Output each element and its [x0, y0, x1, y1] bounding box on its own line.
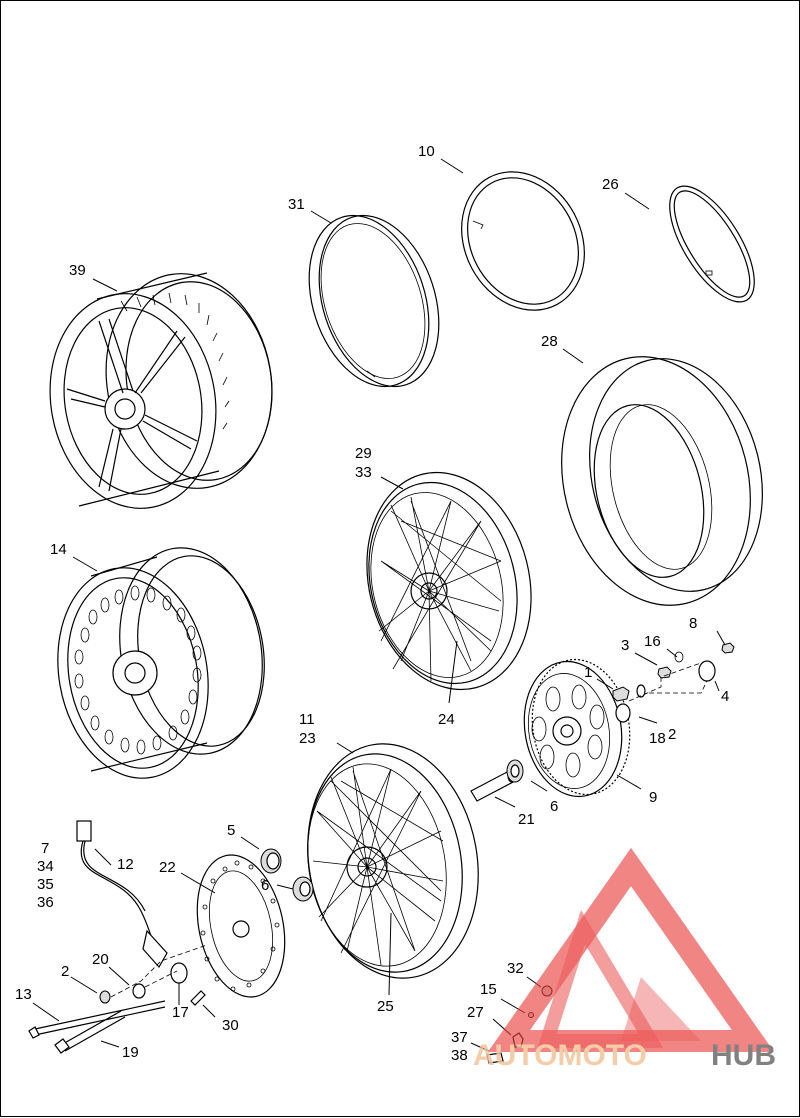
callout-15: 15	[480, 981, 497, 998]
callout-6-upper: 6	[550, 798, 558, 815]
callout-14: 14	[50, 541, 67, 558]
callout-labels: 10 26 31 39 28 29 33 14 8 3 16 1 4 24 18…	[15, 143, 729, 1064]
callout-26: 26	[602, 176, 619, 193]
callout-13: 13	[15, 986, 32, 1003]
callout-30: 30	[222, 1017, 239, 1034]
part-11-23-spoke-wheel	[307, 743, 479, 979]
callout-2-lower: 2	[61, 963, 69, 980]
callout-29: 29	[355, 445, 372, 462]
callout-5: 5	[227, 822, 235, 839]
callout-32: 32	[507, 960, 524, 977]
part-29-33-spoke-wheel	[366, 471, 532, 691]
callout-7: 7	[41, 840, 49, 857]
callout-28: 28	[541, 333, 558, 350]
leader-lines	[32, 158, 726, 1052]
callout-23: 23	[299, 730, 316, 747]
callout-38: 38	[451, 1047, 468, 1064]
watermark-logo: AUTOMOTO HUB	[473, 847, 776, 1072]
callout-25: 25	[377, 998, 394, 1015]
pulley-hardware	[612, 642, 735, 723]
part-5-seal	[260, 848, 282, 874]
callout-39: 39	[69, 262, 86, 279]
callout-21: 21	[518, 811, 535, 828]
watermark-brand-part2: HUB	[711, 1039, 776, 1072]
callout-10: 10	[418, 143, 435, 160]
part-14-disc-wheel	[57, 547, 265, 779]
part-28-tire	[561, 356, 763, 606]
part-10-inner-tube	[461, 171, 585, 311]
part-6-bearing-lower	[292, 876, 314, 902]
part-26-rim-strip	[669, 185, 755, 303]
callout-16-upper: 16	[644, 633, 661, 650]
part-9-pulley	[523, 658, 631, 798]
callout-2-upper: 2	[668, 726, 676, 743]
callout-22: 22	[159, 859, 176, 876]
callout-37: 37	[451, 1029, 468, 1046]
callout-24: 24	[438, 711, 455, 728]
callout-4: 4	[721, 688, 729, 705]
watermark-brand-part1: AUTOMOTO	[473, 1039, 647, 1072]
callout-11: 11	[299, 711, 315, 728]
callout-34: 34	[37, 858, 54, 875]
callout-3-upper: 3	[621, 637, 629, 654]
callout-27: 27	[467, 1004, 484, 1021]
callout-8: 8	[689, 615, 697, 632]
callout-1: 1	[584, 664, 592, 681]
part-31-rim-band	[308, 214, 440, 388]
callout-36: 36	[37, 894, 54, 911]
part-39-cast-wheel	[49, 272, 273, 509]
part-6-bearing-upper	[506, 759, 524, 783]
callout-35: 35	[37, 876, 54, 893]
callout-33: 33	[355, 464, 372, 481]
callout-9: 9	[649, 789, 657, 806]
callout-31: 31	[288, 196, 305, 213]
axle-hardware	[28, 944, 208, 1054]
callout-6-lower: 6	[261, 877, 269, 894]
callout-18: 18	[649, 730, 666, 747]
callout-20: 20	[92, 951, 109, 968]
callout-19: 19	[122, 1044, 139, 1061]
callout-12: 12	[117, 856, 134, 873]
callout-17: 17	[172, 1004, 189, 1021]
part-12-sensor-cable	[76, 820, 168, 969]
part-22-brake-rotor	[196, 854, 286, 998]
